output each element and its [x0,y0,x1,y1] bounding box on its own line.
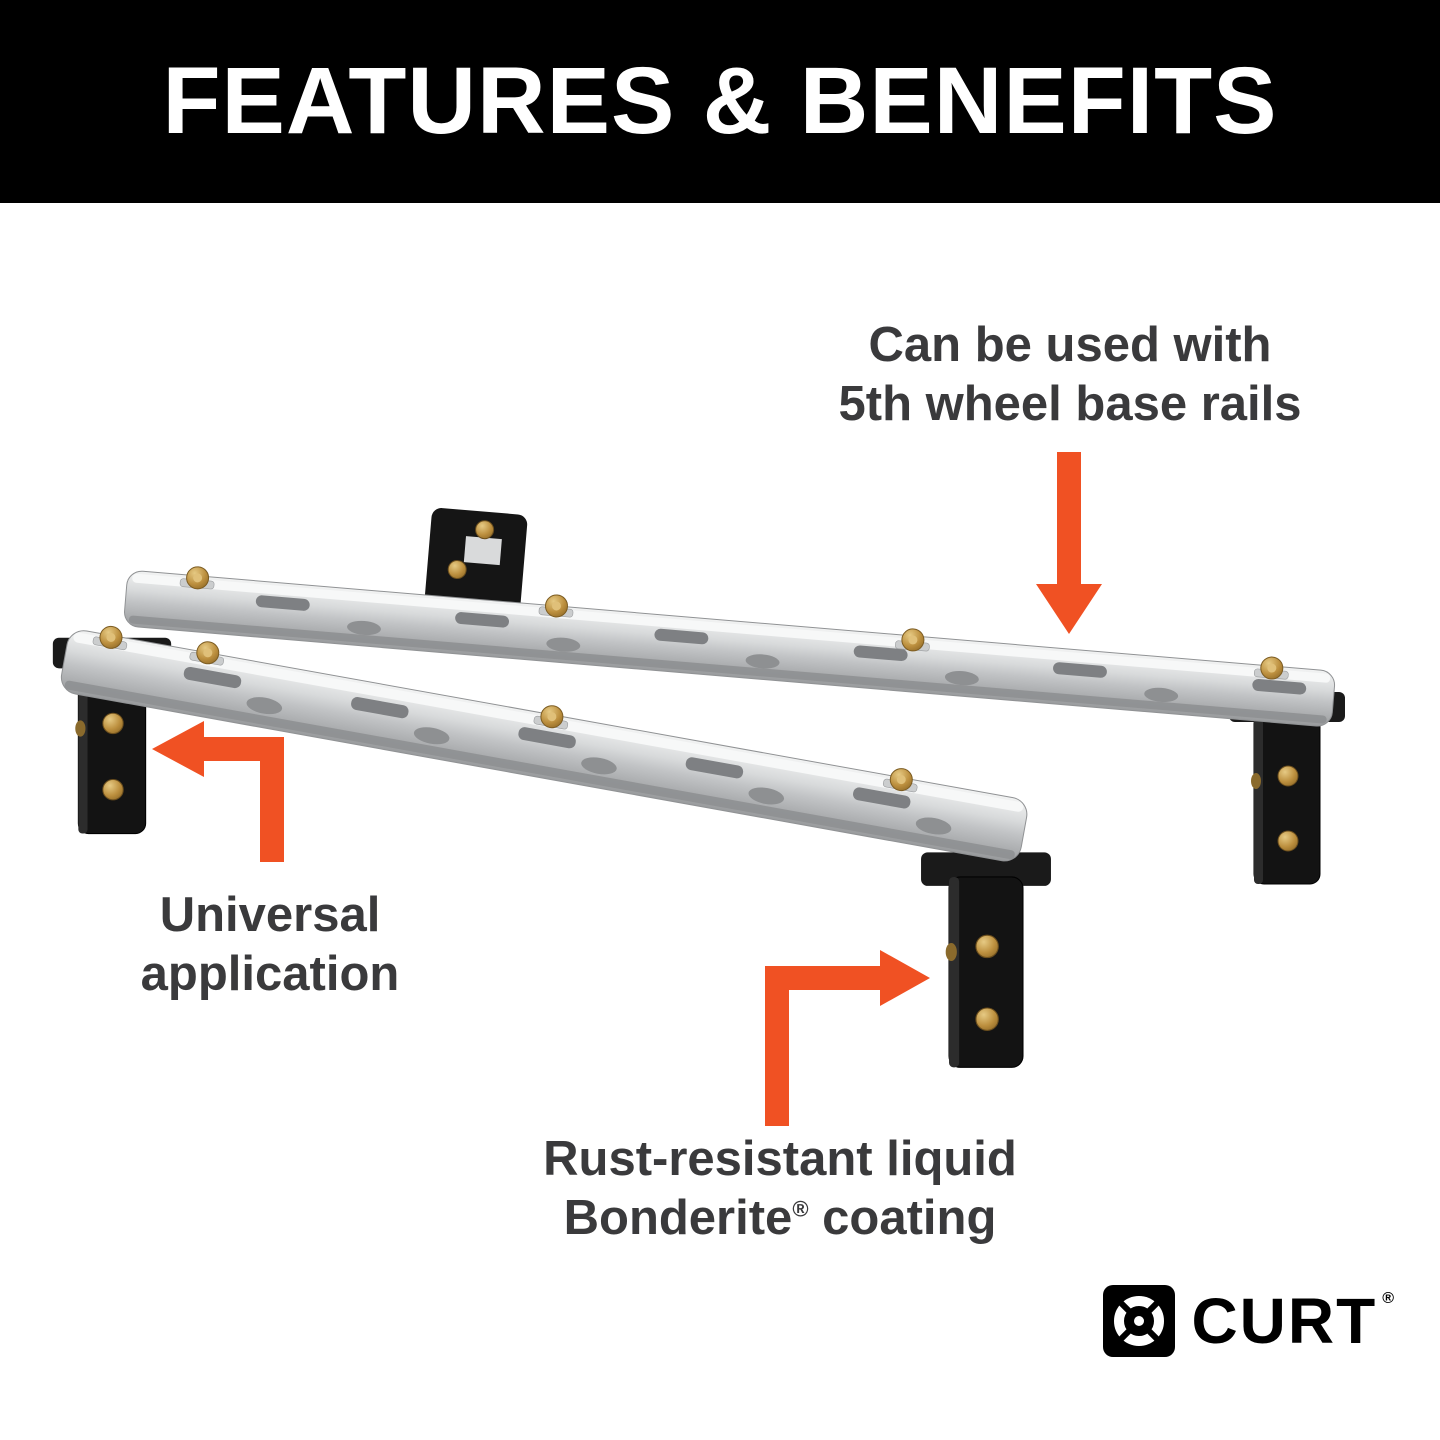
curt-logo-icon [1103,1285,1176,1357]
callout-line: Universal [159,888,381,942]
callout-line-rest: coating [808,1190,997,1245]
brand-name: Bonderite [563,1190,793,1245]
page-title: FEATURES & BENEFITS [162,48,1278,154]
callout-5th-wheel-rails: Can be used with 5th wheel base rails [780,316,1360,434]
curt-logo: CURT ® [1102,1284,1394,1358]
callout-bonderite-coating: Rust-resistant liquid Bonderite® coating [440,1130,1120,1248]
arrow-down-icon [1036,452,1102,634]
arrow-left-icon [152,721,284,862]
product-image [52,508,1346,1068]
callout-line: Bonderite® coating [440,1189,1120,1248]
registered-mark: ® [792,1196,809,1222]
callout-line: application [140,946,400,1001]
callout-line: 5th wheel base rails [838,376,1302,431]
callout-line: Can be used with [868,318,1272,372]
arrow-right-icon [765,950,930,1126]
front-rail-right-bracket-icon [920,851,1052,1068]
illustration-area: Can be used with 5th wheel base rails Un… [0,203,1440,1440]
header-banner: FEATURES & BENEFITS [0,0,1440,203]
front-rail-icon [60,623,1028,862]
curt-logo-text: CURT [1191,1285,1378,1357]
callout-universal-application: Universal application [90,886,450,1004]
rear-rail-icon [124,508,1336,727]
curt-registered-mark: ® [1382,1290,1394,1307]
callout-line: Rust-resistant liquid [543,1132,1017,1186]
